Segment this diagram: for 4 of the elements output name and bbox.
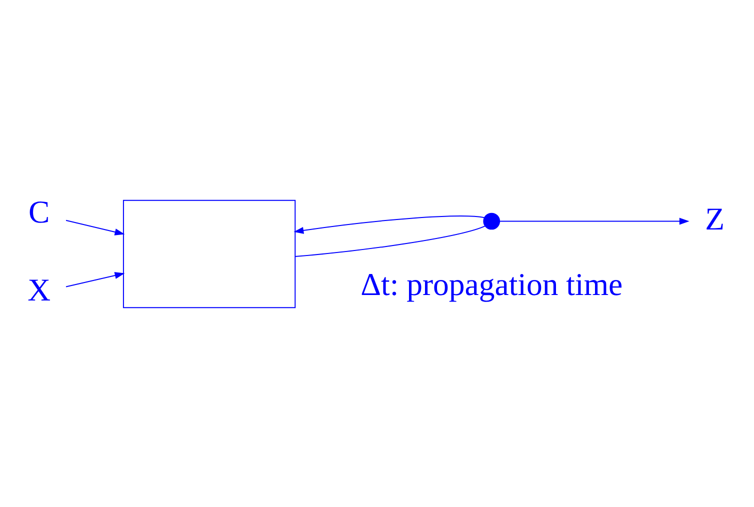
node-text: C (28, 194, 50, 230)
node-text: Z (705, 201, 725, 236)
node-text: X (28, 272, 51, 308)
label: Δt: propagation time (360, 266, 623, 302)
